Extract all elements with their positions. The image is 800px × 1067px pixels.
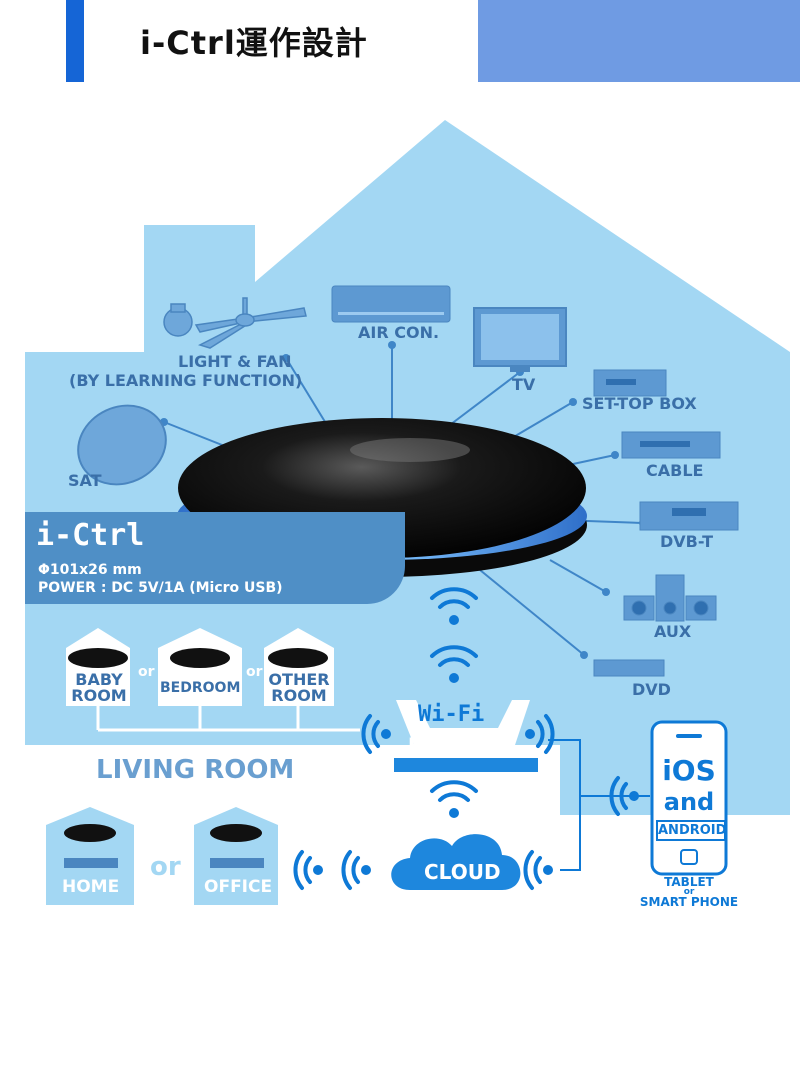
cable-label: CABLE [646, 461, 704, 480]
living-room-label: LIVING ROOM [96, 755, 295, 785]
home-office-puck-icons [64, 824, 262, 842]
network-lines [548, 739, 650, 871]
sat-label: SAT [68, 471, 102, 490]
home-office-router-icons [64, 858, 264, 868]
cloud-icon [391, 834, 521, 890]
air-con-label: AIR CON. [358, 323, 440, 342]
ios-label: iOS [662, 754, 716, 787]
tv-label: TV [512, 375, 536, 394]
tv-icon [473, 307, 567, 372]
smart-phone-icon [650, 720, 728, 876]
page-title: i-Ctrl運作設計 [140, 24, 368, 62]
light-fan-label: LIGHT & FAN [178, 352, 292, 371]
dvb-t-label: DVB-T [660, 532, 714, 551]
living-room-banner [56, 752, 332, 788]
aux-label: AUX [654, 622, 692, 641]
office-label: OFFICE [204, 877, 273, 897]
dvb-t-box-icon [639, 501, 739, 531]
cable-box-icon [621, 431, 721, 459]
other-room-label: OTHER ROOM [266, 672, 332, 704]
baby-room-line2: ROOM [71, 686, 127, 705]
bedroom-label: BEDROOM [160, 680, 241, 696]
other-room-line2: ROOM [271, 686, 327, 705]
spec-panel [25, 512, 405, 604]
dvd-player-icon [593, 659, 665, 677]
header-band [478, 0, 800, 82]
or-separator-2: or [246, 664, 263, 680]
connector-lines [163, 345, 644, 656]
header-accent-bar [66, 0, 84, 82]
aux-speakers-icon [623, 574, 717, 622]
set-top-box-icon [593, 369, 667, 397]
device-name: i-Ctrl [36, 518, 145, 553]
set-top-box-label: SET-TOP BOX [582, 394, 697, 413]
or-separator-1: or [138, 664, 155, 680]
learning-function-label: (BY LEARNING FUNCTION) [69, 371, 303, 390]
room-connector-lines [96, 704, 360, 732]
room-puck-icons [68, 648, 328, 668]
dvd-label: DVD [632, 680, 671, 699]
light-bulb-icon [163, 303, 193, 337]
tablet-label: TABLET [664, 875, 714, 889]
device-type-label: TABLET or SMART PHONE [630, 876, 748, 908]
router-icon [394, 700, 538, 772]
satellite-dish-icon [77, 404, 167, 486]
air-conditioner-icon [331, 285, 451, 323]
or-separator-3: or [150, 852, 181, 882]
phone-or-label: or [683, 887, 695, 897]
home-label: HOME [62, 877, 120, 897]
device-power: POWER : DC 5V/1A (Micro USB) [38, 580, 283, 596]
wifi-signal-icons [293, 587, 639, 890]
device-dimension: Φ101x26 mm [38, 562, 142, 578]
wifi-label: Wi-Fi [418, 702, 485, 727]
android-label: ANDROID [656, 820, 726, 841]
router-label: ROUTER [408, 734, 495, 756]
baby-room-line1: BABY [75, 670, 123, 689]
other-room-line1: OTHER [268, 670, 330, 689]
baby-room-label: BABY ROOM [70, 672, 128, 704]
smart-phone-label: SMART PHONE [639, 895, 739, 909]
ceiling-fan-icon [194, 297, 307, 349]
cloud-label: CLOUD [424, 860, 501, 884]
and-label: and [663, 788, 715, 816]
